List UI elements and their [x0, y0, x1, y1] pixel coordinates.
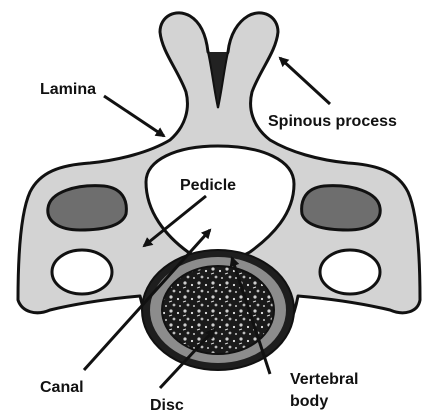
- vertebral-canal: [144, 144, 296, 260]
- canal-arrow: [82, 228, 212, 372]
- label-body: body: [290, 393, 328, 410]
- label-lamina: Lamina: [40, 81, 96, 98]
- intervertebral-disc: [161, 265, 275, 355]
- disc-arrow: [158, 328, 216, 390]
- label-disc: Disc: [150, 397, 184, 414]
- label-vertebral: Vertebral: [290, 371, 358, 388]
- label-pedicle: Pedicle: [180, 177, 236, 194]
- lamina-arrow: [103, 94, 166, 138]
- vertebral-body-arrow: [229, 256, 272, 375]
- spinous-notch: [207, 51, 229, 109]
- left-foramen: [50, 248, 114, 296]
- spinous-process-arrow: [278, 56, 332, 106]
- right-foramen: [318, 248, 382, 296]
- label-canal: Canal: [40, 379, 84, 396]
- label-spinous-process: Spinous process: [268, 113, 397, 130]
- left-facet: [46, 184, 128, 232]
- right-facet: [300, 184, 382, 232]
- pedicle-arrow: [142, 194, 207, 248]
